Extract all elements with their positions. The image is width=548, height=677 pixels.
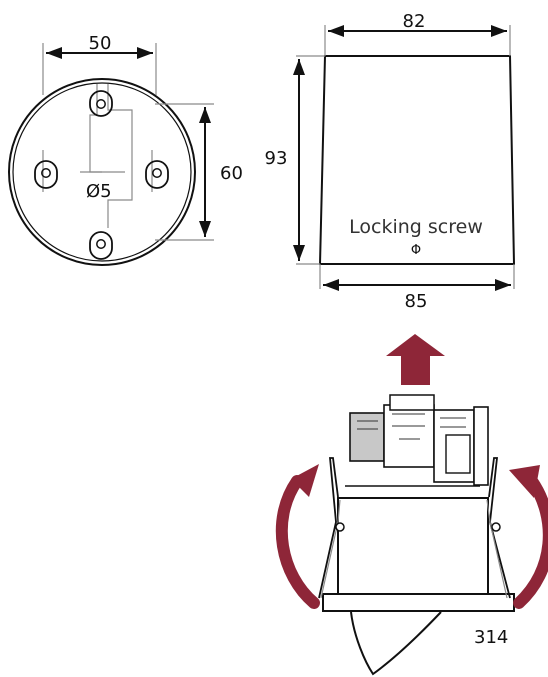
base-plate-view: 50 60 Ø5	[8, 33, 243, 266]
locking-screw-label: Locking screw	[349, 216, 483, 238]
install-view: 314	[275, 394, 548, 676]
base-outer-ring	[8, 78, 196, 266]
right-rotation-arrow-head-icon	[509, 465, 540, 498]
base-right-slot	[145, 160, 169, 189]
install-module-left	[349, 412, 385, 462]
left-rotation-arrow-head-icon	[291, 464, 319, 497]
base-guide-lines	[89, 84, 133, 228]
base-bottom-hole	[96, 239, 106, 249]
install-up-arrow	[386, 334, 445, 385]
base-top-hole	[96, 99, 106, 109]
base-inner-ring	[12, 82, 192, 262]
install-flange	[322, 593, 515, 612]
base-top-slot	[89, 90, 113, 117]
install-module-center	[383, 404, 435, 468]
locking-screw-symbol: Φ	[411, 243, 421, 258]
install-housing-body	[337, 497, 489, 596]
install-left-spring-shadow	[320, 499, 341, 599]
base-hole-value: Ø5	[86, 181, 112, 202]
install-top-connector	[389, 394, 435, 411]
base-bottom-slot	[89, 231, 113, 260]
base-slot-guides	[42, 150, 153, 192]
install-lens	[350, 611, 442, 676]
up-arrow-icon	[386, 334, 445, 385]
base-left-hole	[41, 168, 51, 178]
base-right-hole	[152, 168, 162, 178]
install-right-spring-shadow	[486, 499, 508, 599]
right-rotation-arc-icon	[513, 475, 548, 609]
install-circuit-lines	[357, 413, 466, 440]
install-right-pivot	[491, 522, 501, 532]
install-left-spring	[318, 457, 339, 599]
housing-bottom-value: 85	[405, 291, 428, 312]
housing-view: 82 93 85 Locking screw Φ	[265, 11, 516, 312]
install-right-spring	[488, 457, 511, 599]
part-number: 314	[474, 627, 508, 648]
base-width-value: 50	[89, 33, 112, 54]
base-left-slot	[34, 160, 58, 189]
install-terminal-block	[445, 434, 471, 474]
left-rotation-arc-icon	[275, 475, 320, 609]
install-module-edge	[473, 406, 489, 486]
base-height-value: 60	[220, 163, 243, 184]
install-left-pivot	[335, 522, 345, 532]
housing-top-value: 82	[403, 11, 426, 32]
housing-height-value: 93	[265, 148, 288, 169]
